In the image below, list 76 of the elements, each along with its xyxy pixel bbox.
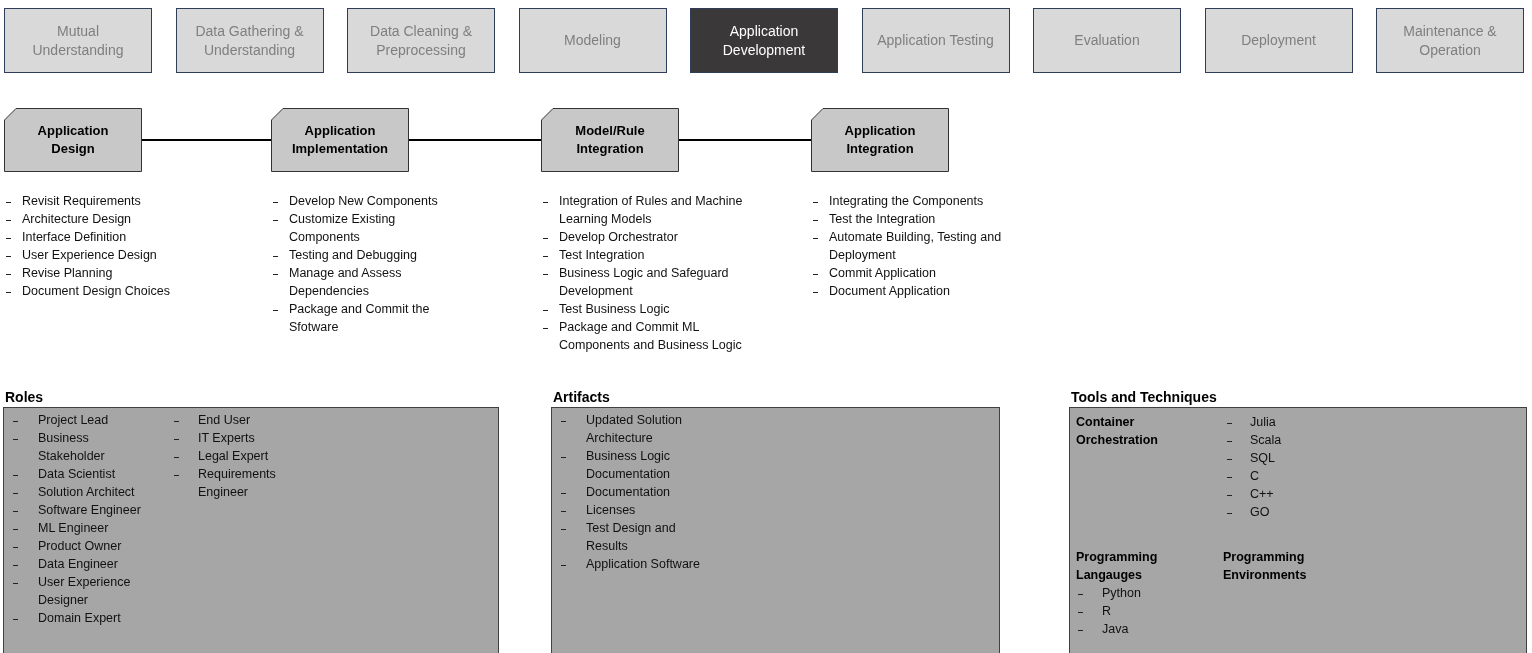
connector-line <box>678 139 812 141</box>
group-heading: Programming Environments <box>1223 549 1308 584</box>
list-item: Document Design Choices <box>22 283 171 300</box>
list-item: Interface Definition <box>22 229 128 246</box>
phase-box: Application Testing <box>861 8 1010 73</box>
list-item: Test the Integration <box>829 211 937 228</box>
step-box: Application Design <box>4 108 142 172</box>
list-item: Java <box>1102 621 1130 638</box>
list-item: Package and Commit the Sfotware <box>289 301 431 336</box>
list-item: Test Integration <box>559 247 646 264</box>
connector-line <box>141 139 272 141</box>
list-item: End User <box>198 412 252 429</box>
list-item: SQL <box>1250 450 1276 467</box>
list-item: ML Engineer <box>38 520 110 537</box>
roles-panel <box>3 407 499 653</box>
list-item: Integration of Rules and Machine Learning Models <box>559 193 744 228</box>
list-item: User Experience Designer <box>38 574 132 609</box>
list-item: IT Experts <box>198 430 256 447</box>
list-item: Julia <box>1250 414 1277 431</box>
list-item: Architecture Design <box>22 211 133 228</box>
step-box: Application Integration <box>811 108 949 172</box>
list-item: Licenses <box>586 502 637 519</box>
list-item: Develop New Components <box>289 193 439 210</box>
list-item: Test Design and Results <box>586 520 677 555</box>
list-item: C <box>1250 468 1261 485</box>
list-item: Test Business Logic <box>559 301 671 318</box>
list-item: Revisit Requirements <box>22 193 142 210</box>
phase-box: Data Gathering & Understanding <box>175 8 324 73</box>
list-item: C++ <box>1250 486 1275 503</box>
list-item: Legal Expert <box>198 448 270 465</box>
phase-box: Data Cleaning & Preprocessing <box>347 8 495 73</box>
list-item: Software Engineer <box>38 502 142 519</box>
list-item: Application Software <box>586 556 701 573</box>
phase-box: Maintenance & Operation <box>1376 8 1524 73</box>
phase-box: Mutual Understanding <box>4 8 152 73</box>
phase-box: Deployment <box>1204 8 1353 73</box>
panel-heading: Tools and Techniques <box>1071 389 1217 405</box>
list-item: Data Scientist <box>38 466 117 483</box>
artifacts-panel <box>551 407 1000 653</box>
list-item: Project Lead <box>38 412 110 429</box>
active-phase-box: Application Development <box>690 8 838 73</box>
list-item: Documentation <box>586 484 672 501</box>
list-item: Product Owner <box>38 538 123 555</box>
list-item: Integrating the Components <box>829 193 985 210</box>
phase-box: Modeling <box>518 8 667 73</box>
panel-heading: Roles <box>5 389 44 405</box>
list-item: Revise Planning <box>22 265 114 282</box>
list-item: Package and Commit ML Components and Business Logic <box>559 319 743 354</box>
phase-box: Evaluation <box>1033 8 1181 73</box>
list-item: Manage and Assess Dependencies <box>289 265 403 300</box>
group-heading: Container Orchestration <box>1076 414 1159 449</box>
list-item: Business Stakeholder <box>38 430 106 465</box>
list-item: Domain Expert <box>38 610 122 627</box>
list-item: Business Logic Documentation <box>586 448 672 483</box>
list-item: Develop Orchestrator <box>559 229 679 246</box>
list-item: Document Application <box>829 283 951 300</box>
list-item: User Experience Design <box>22 247 158 264</box>
list-item: Solution Architect <box>38 484 136 501</box>
list-item: Python <box>1102 585 1142 602</box>
group-heading: Programming Langauges <box>1076 549 1159 584</box>
list-item: Testing and Debugging <box>289 247 418 264</box>
list-item: Business Logic and Safeguard Development <box>559 265 730 300</box>
list-item: R <box>1102 603 1113 620</box>
tools-panel <box>1069 407 1527 653</box>
step-box: Model/Rule Integration <box>541 108 679 172</box>
step-box: Application Implementation <box>271 108 409 172</box>
list-item: Scala <box>1250 432 1283 449</box>
list-item: Requirements Engineer <box>198 466 277 501</box>
connector-line <box>408 139 542 141</box>
list-item: Data Engineer <box>38 556 119 573</box>
panel-heading: Artifacts <box>553 389 610 405</box>
list-item: Updated Solution Architecture <box>586 412 683 447</box>
list-item: GO <box>1250 504 1271 521</box>
list-item: Customize Existing Components <box>289 211 397 246</box>
list-item: Commit Application <box>829 265 937 282</box>
list-item: Automate Building, Testing and Deployment <box>829 229 1003 264</box>
